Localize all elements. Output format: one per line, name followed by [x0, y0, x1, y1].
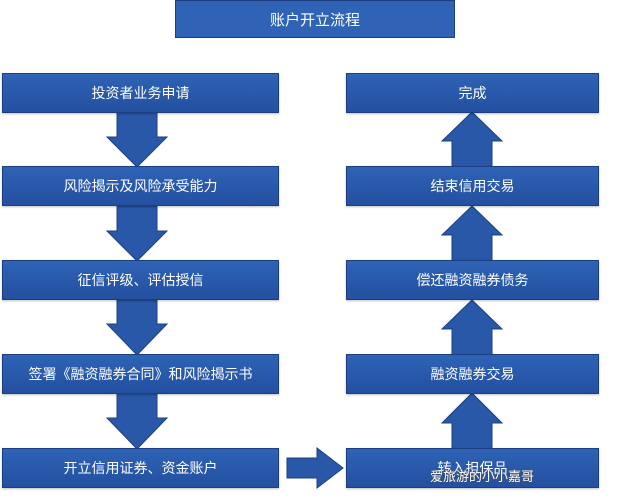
step-credit-rating: 征信评级、评估授信 — [2, 260, 279, 300]
diagram-title-text: 账户开立流程 — [269, 10, 360, 29]
step-label: 结束信用交易 — [430, 179, 515, 195]
watermark-text: 爱旅游的小小嘉哥 — [430, 470, 535, 485]
arrow-down-4 — [105, 392, 169, 450]
step-transfer-collateral: 转入担保品 — [346, 448, 599, 488]
step-complete: 完成 — [346, 73, 599, 113]
arrow-up-3 — [440, 299, 504, 356]
arrow-up-4 — [440, 392, 504, 450]
arrow-down-1 — [105, 111, 169, 168]
step-label: 开立信用证券、资金账户 — [63, 461, 218, 477]
diagram-title: 账户开立流程 — [175, 0, 455, 38]
step-sign-contract: 签署《融资融券合同》和风险揭示书 — [2, 354, 279, 394]
arrow-up-2 — [440, 205, 504, 262]
watermark: 爱旅游的小小嘉哥 — [430, 466, 534, 485]
step-label: 风险揭示及风险承受能力 — [63, 179, 218, 195]
step-label: 偿还融资融券债务 — [416, 273, 529, 289]
step-label: 投资者业务申请 — [91, 86, 190, 102]
step-label: 融资融券交易 — [430, 367, 515, 383]
arrow-up-1 — [440, 111, 504, 168]
step-repay-debt: 偿还融资融券债务 — [346, 260, 599, 300]
step-end-credit-trading: 结束信用交易 — [346, 166, 599, 206]
step-label: 完成 — [458, 86, 487, 102]
step-label: 征信评级、评估授信 — [77, 273, 204, 289]
step-open-accounts: 开立信用证券、资金账户 — [2, 448, 279, 488]
arrow-down-3 — [105, 299, 169, 356]
arrow-down-2 — [105, 205, 169, 262]
step-margin-trading: 融资融券交易 — [346, 354, 599, 394]
step-risk-disclosure: 风险揭示及风险承受能力 — [2, 166, 279, 206]
arrow-right — [286, 446, 344, 490]
step-label: 转入担保品 — [437, 461, 508, 477]
step-investor-application: 投资者业务申请 — [2, 73, 279, 113]
step-label: 签署《融资融券合同》和风险揭示书 — [28, 367, 253, 383]
